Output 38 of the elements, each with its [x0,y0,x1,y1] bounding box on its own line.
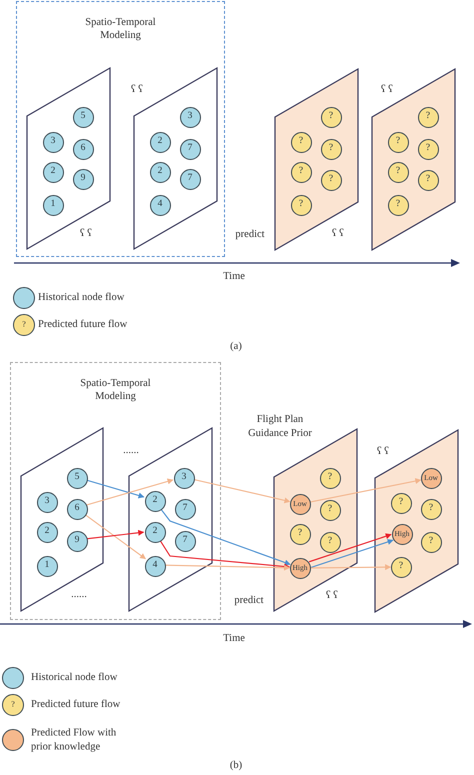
flow-arrow [86,478,174,506]
ellipsis-mark: ...... [123,445,139,457]
legend-text: Historical node flow [31,671,118,685]
ellipsis-mark: ʕ ʕ [377,446,389,458]
ellipsis-mark: ʕ ʕ [332,228,344,240]
flow-arrow [159,540,290,570]
modeling-group-box [10,362,221,620]
flow-arrow [308,533,392,562]
flow-arrow [86,530,144,540]
swatch-symbol: ? [11,700,15,710]
ellipsis-mark: ʕ ʕ [80,228,92,240]
panel-caption: (a) [230,341,242,353]
panel-heading: Flight Plan Guidance Prior [247,413,313,440]
axis-label: Time [223,271,245,283]
group-heading: Spatio-Temporal Modeling [79,377,152,404]
legend-text: Historical node flow [38,291,126,305]
ellipsis-mark: ʕ ʕ [131,84,143,96]
panel-caption: (b) [230,760,242,772]
step-label: predict [235,229,265,241]
flow-arrow [84,514,146,560]
flow-arrow [310,478,422,503]
ellipsis-mark: ...... [71,589,87,601]
flow-arrow [310,564,392,570]
axis-label: Time [223,633,245,645]
ellipsis-mark: ʕ ʕ [381,84,393,96]
ellipsis-mark: ʕ ʕ [326,590,338,602]
step-label: predict [234,595,264,607]
modeling-group-box [16,1,225,257]
legend-text: Predicted future flow [38,318,128,332]
flow-arrow [164,564,290,571]
flow-arrow [160,508,291,566]
flow-arrow [86,479,144,498]
flow-arrow [310,539,394,568]
swatch-symbol: ? [22,320,26,330]
legend-text: Predicted Flow with prior knowledge [31,726,118,754]
group-heading: Spatio-Temporal Modeling [84,16,157,42]
flow-arrow [193,478,290,504]
legend-text: Predicted future flow [31,698,122,712]
